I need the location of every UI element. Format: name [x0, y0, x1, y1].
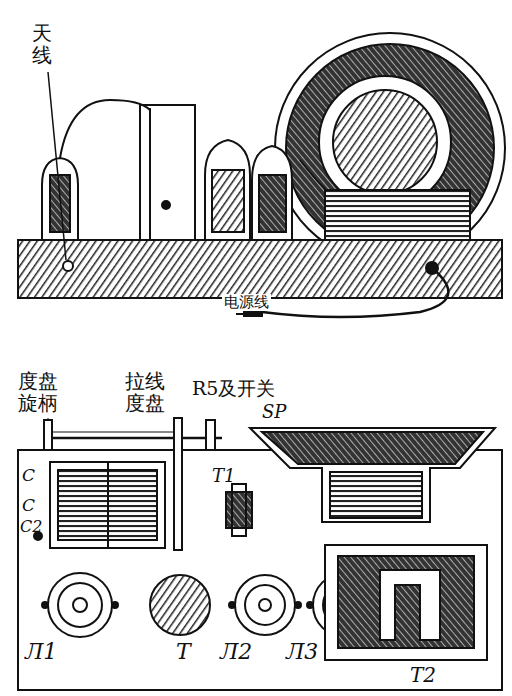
part-label: Л2	[220, 640, 252, 664]
part-label: Л1	[25, 640, 57, 664]
part-label: 度盘 旋柄	[18, 370, 64, 414]
part-label: C	[22, 466, 35, 485]
part-label: 天线	[32, 22, 52, 66]
part-label: T1	[212, 466, 235, 486]
part-label: C	[22, 496, 35, 515]
part-label: 拉线 度盘	[125, 370, 171, 414]
part-label: R5及开关	[192, 378, 275, 399]
part-label: T	[176, 640, 191, 664]
part-label: T2	[410, 664, 436, 686]
part-label: 电源线	[222, 294, 271, 311]
part-label: SP	[262, 402, 286, 422]
part-label: Л3	[286, 640, 318, 664]
part-label: C2	[20, 518, 42, 536]
